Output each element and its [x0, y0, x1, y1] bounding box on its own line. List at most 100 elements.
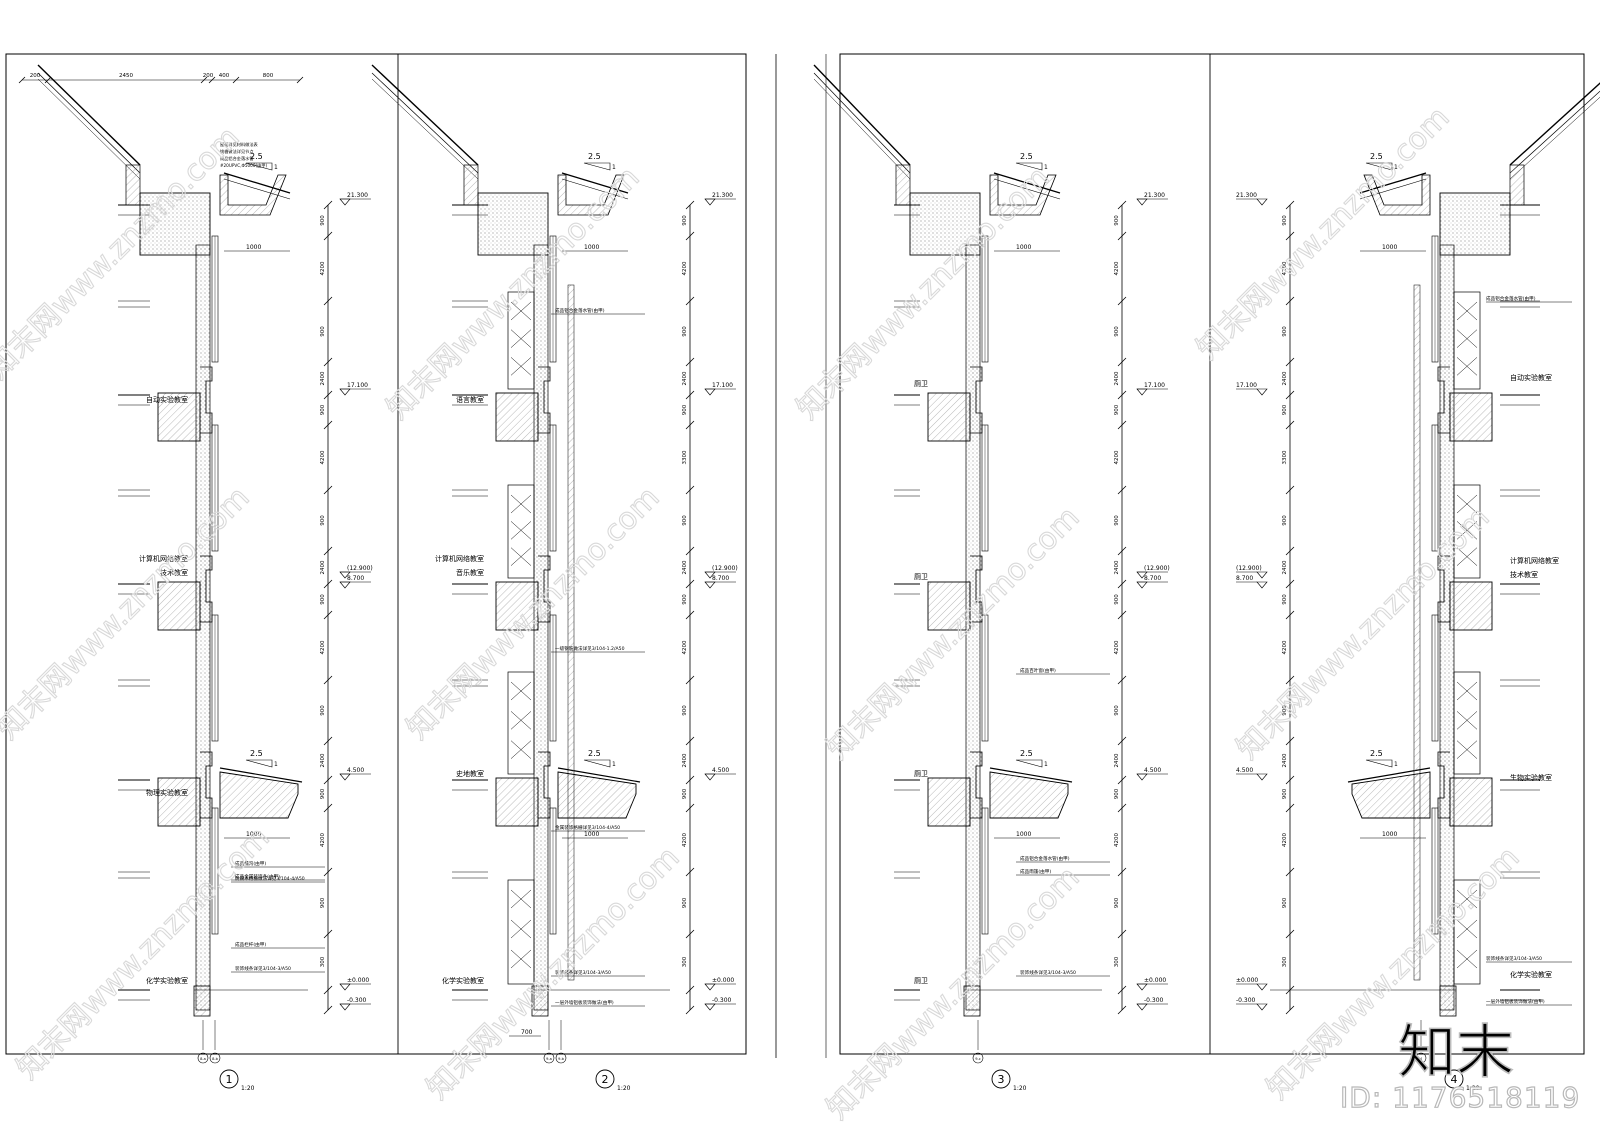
slab-beam: [495, 581, 539, 631]
storey-dim: 2400: [682, 560, 688, 574]
elevation-marker: [1136, 983, 1148, 991]
roof-note: 成品铝合金落水管: [220, 155, 254, 162]
main-roof-line: [37, 64, 141, 166]
elevation-value: -0.300: [1236, 997, 1256, 1004]
storey-dim: 3300: [682, 450, 688, 464]
dim-tick: [685, 420, 695, 430]
detail-circle: [219, 1069, 239, 1089]
storey-dim: 900: [682, 594, 688, 605]
dim-tick: [685, 579, 695, 589]
slope-unit: 1: [1044, 164, 1048, 171]
storey-dim: 2400: [682, 371, 688, 385]
elevation-value: 8.700: [712, 575, 729, 582]
slab-beam: [157, 392, 201, 442]
storey-dim: 900: [1114, 215, 1120, 226]
elevation-marker: [339, 198, 351, 206]
elevation-value: ±0.000: [347, 977, 369, 984]
room-label: 化学实验教室: [146, 976, 188, 985]
storey-dim: 4200: [1114, 450, 1120, 464]
room-label: 技术教室: [1510, 570, 1538, 579]
dim-tick: [1285, 546, 1295, 556]
note-text: 成品雨篷(由甲): [1020, 868, 1051, 875]
louver-blade: [510, 711, 532, 730]
storey-dim: 900: [1114, 594, 1120, 605]
plinth: [963, 985, 981, 1017]
elevation-value: ±0.000: [1236, 977, 1258, 984]
dim-tick: [1285, 867, 1295, 877]
louver-panel: [1453, 879, 1481, 985]
overhang-dim: 1000: [584, 831, 599, 838]
slope-triangle: [1365, 759, 1393, 768]
cladding-strip: [1413, 284, 1421, 981]
dim-tick: [1117, 420, 1127, 430]
elevation-marker: [1136, 388, 1148, 396]
main-roof-line-2: [371, 72, 479, 174]
elevation-value: -0.300: [712, 997, 732, 1004]
louver-blade: [1456, 889, 1478, 909]
storey-dim: 900: [682, 705, 688, 716]
note-text: 防腐木格栅做法详见3/104-4/A50: [235, 875, 305, 882]
dim-tick: [1117, 231, 1127, 241]
elevation-marker: [704, 198, 716, 206]
room-label: 计算机网络教室: [139, 554, 188, 563]
elevation-marker: [1136, 581, 1148, 589]
dim-tick: [1117, 390, 1127, 400]
canopy: [989, 771, 1069, 819]
slab-beam: [1449, 777, 1493, 827]
room-label: 计算机网络教室: [435, 554, 484, 563]
elevation-value: 8.700: [1144, 575, 1161, 582]
louver-panel: [1453, 671, 1481, 775]
dim-tick: [1285, 420, 1295, 430]
dim-tick: [685, 775, 695, 785]
dim-tick: [685, 200, 695, 210]
elevation-marker: [1136, 1003, 1148, 1011]
louver-blade: [1456, 711, 1478, 730]
roof-beam: [139, 192, 211, 256]
elevation-value: (12.900): [347, 565, 373, 572]
dim-tick: [1285, 485, 1295, 495]
logo-text: 知末: [1398, 1018, 1514, 1084]
note-text: 一层外墙铝板装饰做法(由甲): [1486, 998, 1545, 1005]
slope-unit: 1: [612, 761, 616, 768]
elevation-value: 4.500: [712, 767, 729, 774]
room-label: 音乐教室: [456, 568, 484, 577]
louver-blade: [1456, 547, 1478, 566]
axis-label: 8-a: [200, 1057, 206, 1061]
gutter: [219, 174, 287, 216]
dim-tick: [323, 231, 333, 241]
detail-scale: 1:20: [617, 1085, 631, 1092]
room-label: 化学实验教室: [442, 976, 484, 985]
elevation-value: 17.100: [347, 382, 368, 389]
slope-triangle: [583, 162, 611, 171]
storey-dim: 900: [1282, 594, 1288, 605]
room-label: 厕卫: [914, 573, 928, 581]
louver-blade: [1456, 494, 1478, 514]
axis-bubble: [197, 1052, 209, 1064]
slab-beam: [1449, 392, 1493, 442]
storey-dim: 900: [1114, 326, 1120, 337]
storey-dim: 300: [682, 956, 688, 967]
storey-dim: 900: [1282, 788, 1288, 799]
slope-unit: 1: [274, 164, 278, 171]
slope-triangle: [1015, 759, 1043, 768]
axis-bubble: [1415, 1052, 1427, 1064]
roof-tile-line-2: [561, 178, 629, 200]
room-label: 厕卫: [914, 977, 928, 985]
slope-value: 2.5: [588, 152, 601, 161]
dim-tick: [685, 929, 695, 939]
storey-dim: 4200: [682, 833, 688, 847]
overhang-dim: 1000: [1016, 831, 1031, 838]
detail-number: 2: [602, 1073, 609, 1086]
louver-panel: [507, 671, 535, 775]
elevation-value: 8.700: [347, 575, 364, 582]
logo-watermark: 知末: [1397, 1017, 1515, 1084]
dim-tick: [685, 296, 695, 306]
dim-tick: [1285, 985, 1295, 995]
dim-tick: [1285, 200, 1295, 210]
storey-dim: 4200: [682, 640, 688, 654]
note-text: 装饰线条详见3/104-3/A50: [1486, 955, 1542, 962]
storey-dim: 4200: [1114, 640, 1120, 654]
dim-tick: [323, 357, 333, 367]
main-roof-line: [371, 64, 479, 166]
roof-tile-line-2: [223, 178, 291, 200]
